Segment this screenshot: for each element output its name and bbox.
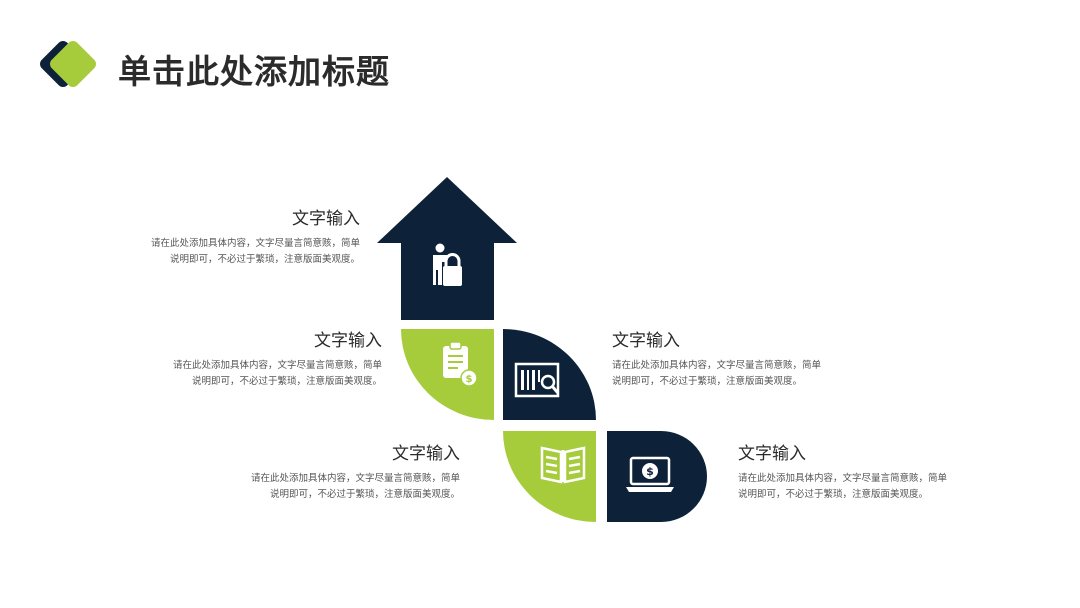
open-book-icon [540,446,586,484]
desc-line: 说明即可，不必过于繁琐，注意版面美观度。 [191,376,382,387]
desc-line: 说明即可，不必过于繁琐，注意版面美观度。 [612,376,803,387]
svg-text:$: $ [646,465,654,478]
text-block-desc: 请在此处添加具体内容，文字尽量言简意赅，简单 说明即可，不必过于繁琐，注意版面美… [151,236,360,268]
person-lock-icon [433,243,462,286]
title-logo-icon [40,41,96,87]
text-block-3: 文字输入 请在此处添加具体内容，文字尽量言简意赅，简单 说明即可，不必过于繁琐，… [612,330,821,390]
desc-line: 请在此处添加具体内容，文字尽量言简意赅，简单 [612,360,822,371]
desc-line: 请在此处添加具体内容，文字尽量言简意赅，简单 [250,473,460,484]
desc-line: 请在此处添加具体内容，文字尽量言简意赅，简单 [172,360,382,371]
text-block-heading: 文字输入 [392,444,460,464]
laptop-dollar-icon: $ [626,456,674,492]
desc-line: 说明即可，不必过于繁琐，注意版面美观度。 [269,489,460,500]
segment-navy-2: $ [607,431,707,522]
desc-line: 请在此处添加具体内容，文字尽量言简意赅，简单 [738,473,948,484]
svg-text:$: $ [466,374,473,385]
text-block-1: 文字输入 请在此处添加具体内容，文字尽量言简意赅，简单 说明即可，不必过于繁琐，… [151,208,360,268]
text-block-desc: 请在此处添加具体内容，文字尽量言简意赅，简单 说明即可，不必过于繁琐，注意版面美… [173,358,382,390]
segment-green-1: $ [401,329,494,420]
text-block-desc: 请在此处添加具体内容，文字尽量言简意赅，简单 说明即可，不必过于繁琐，注意版面美… [612,358,821,390]
segment-navy-1 [503,329,596,420]
clipboard-dollar-icon: $ [443,341,478,387]
desc-line: 请在此处添加具体内容，文字尽量言简意赅，简单 [150,238,360,249]
text-block-heading: 文字输入 [292,209,360,229]
text-block-4: 文字输入 请在此处添加具体内容，文字尽量言简意赅，简单 说明即可，不必过于繁琐，… [251,443,460,503]
segment-green-2 [503,431,596,522]
page-title: 单击此处添加标题 [118,52,390,91]
arrow-shape [377,177,517,320]
text-block-heading: 文字输入 [612,331,680,351]
text-block-2: 文字输入 请在此处添加具体内容，文字尽量言简意赅，简单 说明即可，不必过于繁琐，… [173,330,382,390]
text-block-5: 文字输入 请在此处添加具体内容，文字尽量言简意赅，简单 说明即可，不必过于繁琐，… [738,443,947,503]
barcode-search-icon [514,362,560,398]
text-block-heading: 文字输入 [738,444,806,464]
text-block-desc: 请在此处添加具体内容，文字尽量言简意赅，简单 说明即可，不必过于繁琐，注意版面美… [251,471,460,503]
desc-line: 说明即可，不必过于繁琐，注意版面美观度。 [169,254,360,265]
desc-line: 说明即可，不必过于繁琐，注意版面美观度。 [738,489,929,500]
text-block-desc: 请在此处添加具体内容，文字尽量言简意赅，简单 说明即可，不必过于繁琐，注意版面美… [738,471,947,503]
text-block-heading: 文字输入 [314,331,382,351]
